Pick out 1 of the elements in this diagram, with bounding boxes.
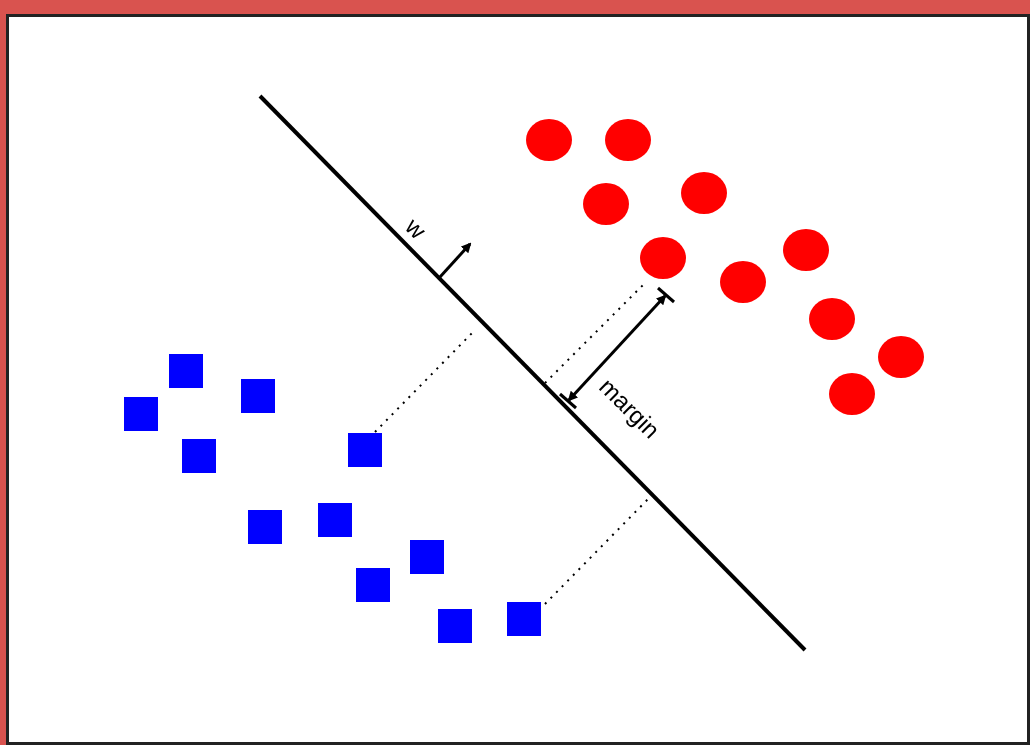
vector-label: w <box>401 214 431 244</box>
